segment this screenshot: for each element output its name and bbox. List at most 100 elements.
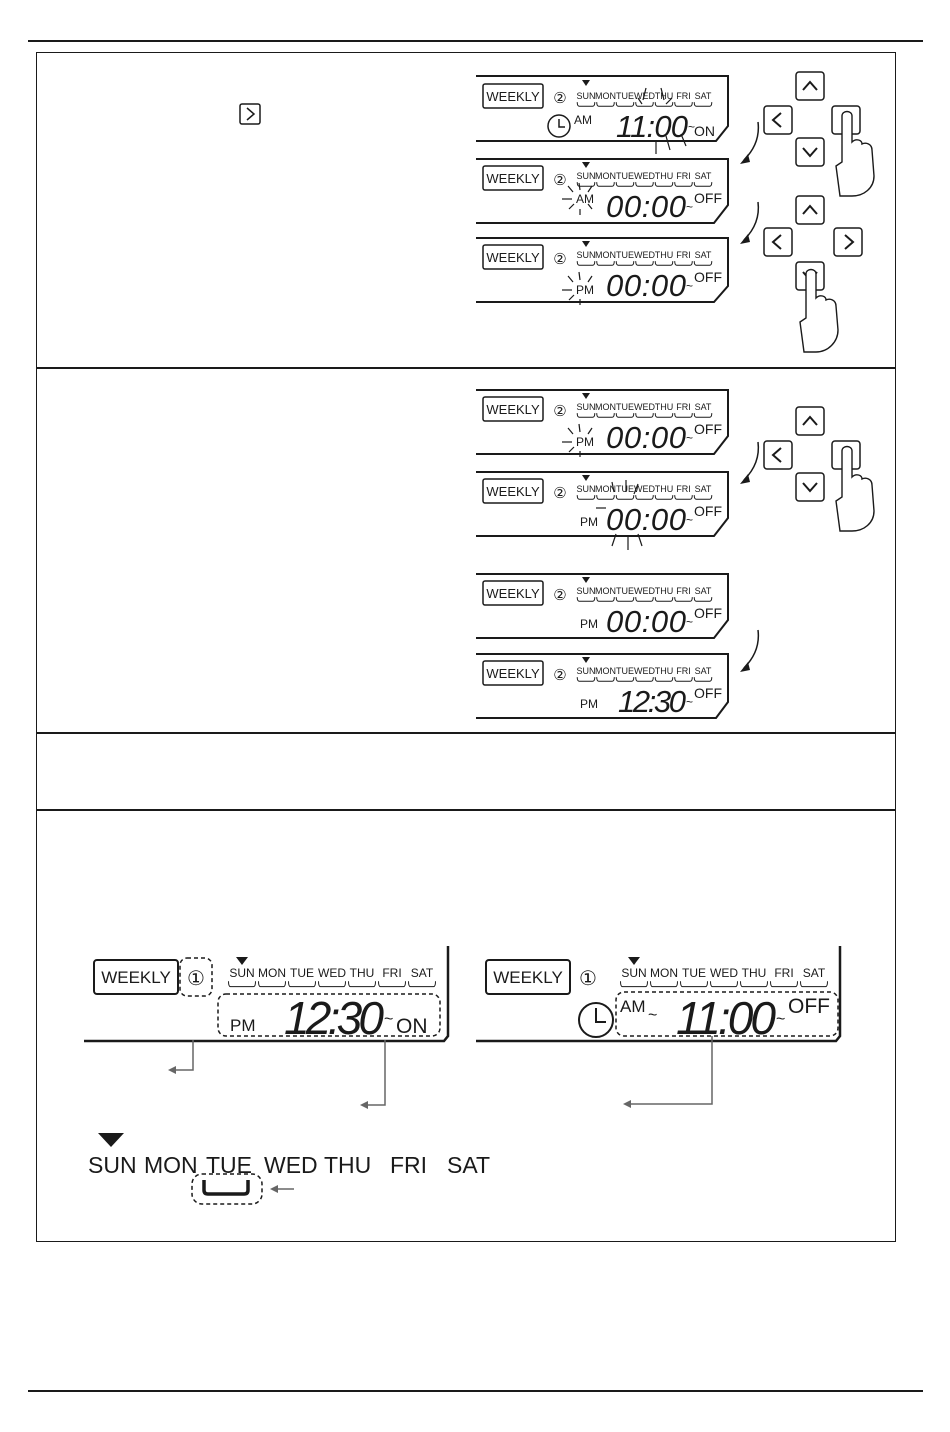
svg-text:OFF: OFF: [694, 421, 722, 437]
day-label-sat: SAT: [695, 484, 712, 494]
svg-text:00:00: 00:00: [606, 604, 686, 639]
svg-text:~: ~: [384, 1011, 393, 1028]
time-readout: 11:00: [676, 992, 776, 1044]
day-label-thu: THU: [655, 666, 674, 676]
day-label-thu: THU: [655, 402, 674, 412]
day-label-mon: MON: [595, 250, 616, 260]
svg-text:WEEKLY: WEEKLY: [486, 250, 540, 265]
bottom-rule: [28, 1390, 923, 1392]
svg-text:PM: PM: [230, 1016, 256, 1035]
left-key-icon: [763, 440, 793, 470]
day-row-legend: SUN MON TUE WED THU FRI SAT: [88, 1133, 490, 1205]
svg-text:PM: PM: [576, 435, 594, 449]
day-bracket: [654, 261, 674, 266]
day-label-sun: SUN: [576, 484, 595, 494]
day-bracket: [693, 597, 713, 602]
day-label-wed: WED: [634, 91, 655, 101]
svg-text:WEEKLY: WEEKLY: [486, 402, 540, 417]
day-bracket: [348, 981, 376, 988]
day-bracket: [318, 981, 346, 988]
day-bracket: [635, 597, 654, 602]
legend-days: SUN MON TUE WED THU FRI SAT: [88, 1152, 490, 1178]
day-label-thu: THU: [655, 171, 674, 181]
svg-text:OFF: OFF: [694, 503, 722, 519]
svg-text:WEEKLY: WEEKLY: [486, 586, 540, 601]
day-label-wed: WED: [710, 966, 738, 980]
left-key-icon: [763, 105, 793, 135]
day-bracket: [635, 677, 654, 682]
day-bracket: [693, 413, 713, 418]
day-label-tue: TUE: [616, 91, 634, 101]
clock-icon: [578, 1002, 614, 1038]
day-label-wed: WED: [634, 171, 655, 181]
day-bracket: [674, 413, 693, 418]
day-label-wed: WED: [318, 966, 346, 980]
day-bracket: [596, 261, 615, 266]
curved-arrow-icon: [740, 121, 760, 164]
day-label-tue: TUE: [290, 966, 314, 980]
section-divider-1: [36, 367, 896, 369]
day-bracket: [635, 182, 654, 187]
day-label-mon: MON: [650, 966, 678, 980]
day-label-sun: SUN: [576, 91, 595, 101]
svg-text:OFF: OFF: [694, 269, 722, 285]
up-key-icon: [795, 71, 825, 101]
svg-text:00:00: 00:00: [606, 189, 686, 224]
day-label-wed: WED: [634, 402, 655, 412]
keypad-s2-right-press: [763, 406, 875, 532]
day-label-fri: FRI: [774, 966, 793, 980]
svg-text:WEEKLY: WEEKLY: [101, 968, 171, 987]
day-label-tue: TUE: [616, 171, 634, 181]
svg-text:WEEKLY: WEEKLY: [493, 968, 563, 987]
day-bracket: [288, 981, 316, 988]
svg-text:~: ~: [776, 1011, 785, 1028]
day-label-thu: THU: [324, 1152, 371, 1178]
day-label-tue: TUE: [682, 966, 706, 980]
day-bracket: [596, 182, 615, 187]
day-label-sat: SAT: [447, 1152, 490, 1178]
svg-text:②: ②: [553, 587, 566, 604]
day-bracket: [408, 981, 436, 988]
day-bracket: [693, 677, 713, 682]
day-bracket: [693, 495, 713, 500]
svg-text:②: ②: [553, 403, 566, 420]
day-label-sat: SAT: [695, 402, 712, 412]
section-divider-3: [36, 809, 896, 811]
time-readout: 11:00: [616, 109, 688, 144]
day-label-tue: TUE: [616, 586, 634, 596]
day-bracket: [635, 102, 654, 107]
day-bracket: [674, 182, 693, 187]
day-label-sun: SUN: [576, 586, 595, 596]
day-label-wed: WED: [634, 586, 655, 596]
right-arrow-key-icon: [239, 103, 261, 125]
day-bracket: [693, 182, 713, 187]
day-bracket: [654, 597, 674, 602]
day-label-tue: TUE: [616, 484, 634, 494]
up-key-icon: [795, 195, 825, 225]
day-label-sun: SUN: [621, 966, 646, 980]
day-bracket: [674, 495, 693, 500]
day-bracket: [228, 981, 256, 988]
svg-text:~: ~: [686, 695, 693, 709]
curved-arrow-icon: [740, 629, 760, 672]
svg-text:~: ~: [686, 513, 693, 527]
day-bracket: [576, 182, 596, 187]
svg-text:00:00: 00:00: [606, 502, 686, 537]
day-label-mon: MON: [595, 171, 616, 181]
day-bracket: [674, 261, 693, 266]
leader-arrow-icon: [168, 1040, 386, 1109]
day-bracket: [576, 413, 596, 418]
day-label-mon: MON: [595, 484, 616, 494]
program-number: ①: [579, 968, 597, 990]
day-label-fri: FRI: [676, 91, 691, 101]
svg-text:AM: AM: [576, 192, 594, 206]
day-label-sun: SUN: [88, 1152, 137, 1178]
day-bracket: [615, 495, 635, 500]
down-key-icon: [795, 472, 825, 502]
day-label-tue: TUE: [616, 250, 634, 260]
